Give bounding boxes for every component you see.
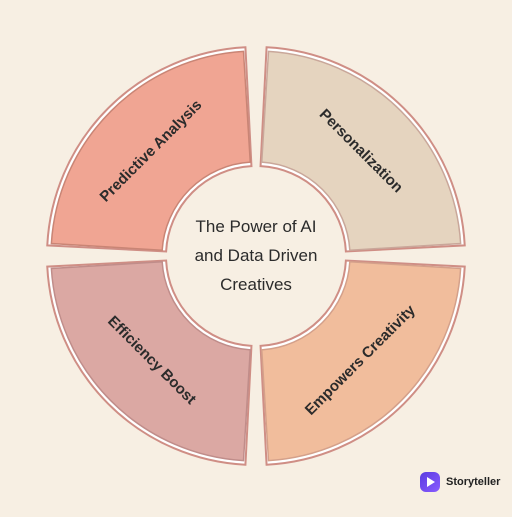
segment-personalization: Personalization bbox=[259, 46, 466, 253]
center-title-line-3: Creatives bbox=[220, 275, 292, 294]
segment-predictive-analysis: Predictive Analysis bbox=[46, 46, 253, 253]
brand: Storyteller bbox=[420, 472, 500, 492]
segment-efficiency-boost: Efficiency Boost bbox=[46, 259, 253, 466]
center-title-line-1: The Power of AI bbox=[196, 217, 317, 236]
segment-fill bbox=[50, 260, 252, 462]
segment-fill bbox=[260, 260, 462, 462]
center-title-line-2: and Data Driven bbox=[195, 246, 318, 265]
center-circle bbox=[170, 170, 342, 342]
segment-fill bbox=[50, 50, 252, 252]
segment-fill bbox=[260, 50, 462, 252]
brand-name: Storyteller bbox=[446, 476, 501, 488]
storyteller-logo-icon bbox=[420, 472, 440, 492]
segment-empowers-creativity: Empowers Creativity bbox=[259, 259, 466, 466]
